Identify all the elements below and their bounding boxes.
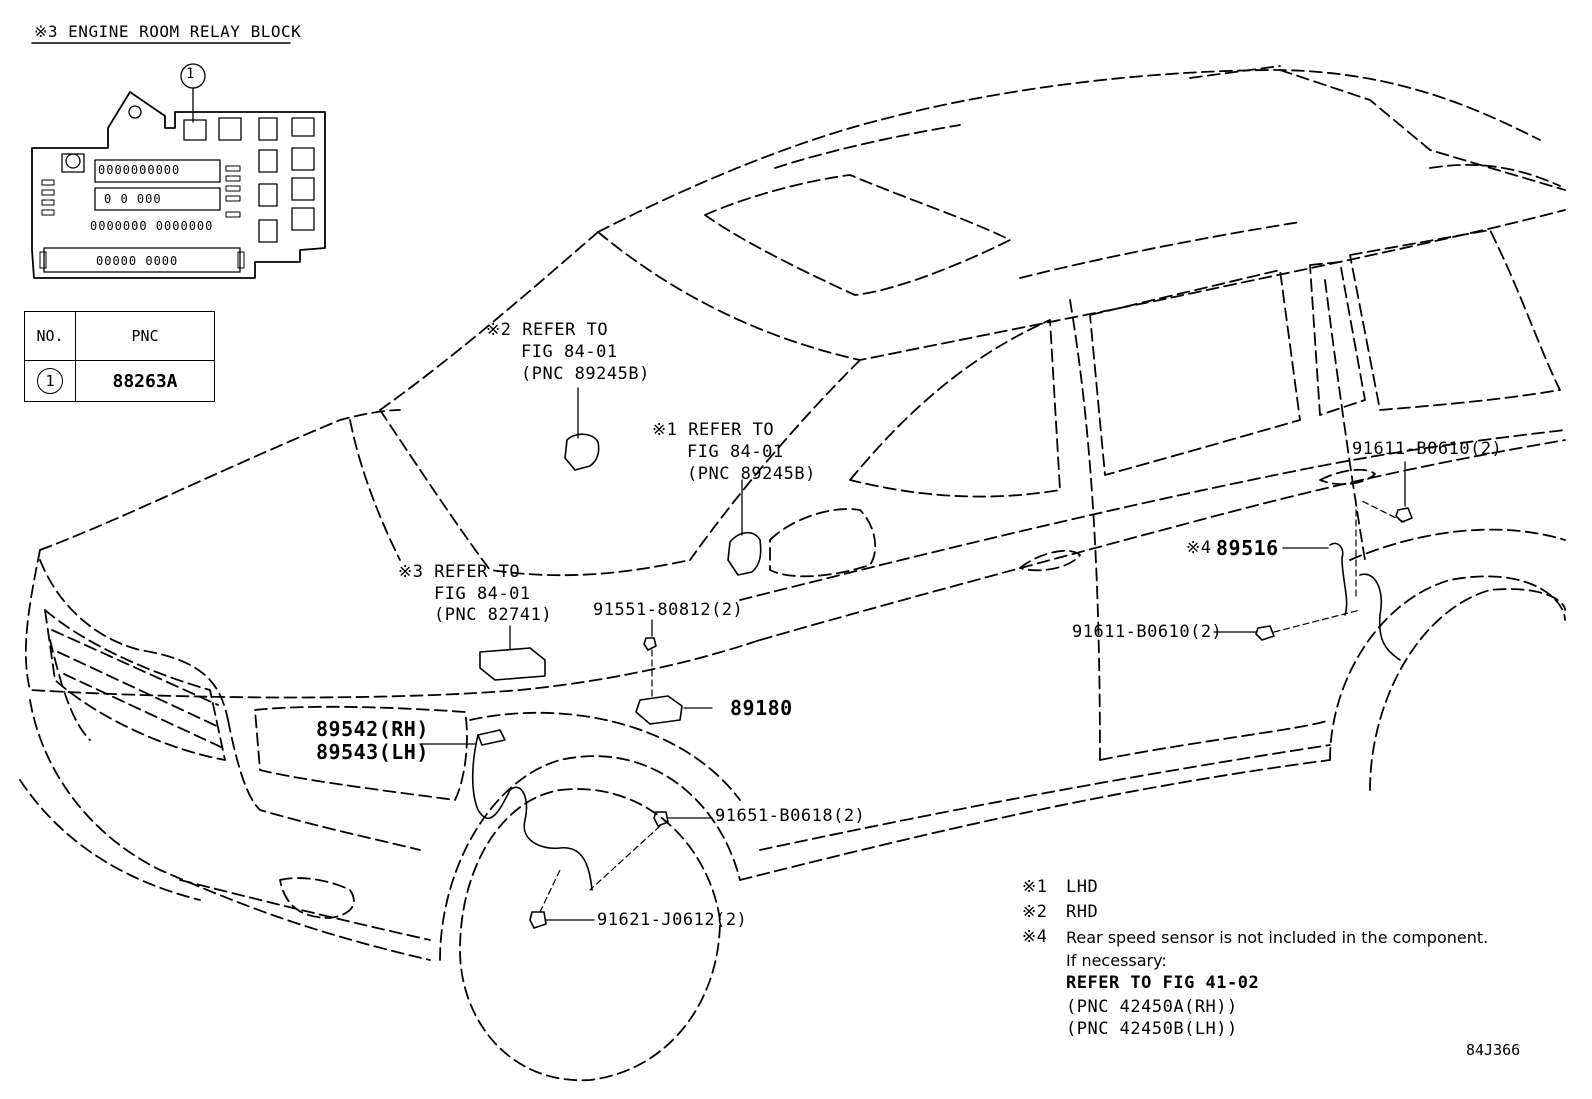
pnc-row-no: 1 [24, 360, 76, 402]
pnc-header-no: NO. [24, 311, 76, 361]
relay-fuse-row-mid: 0 0 000 [104, 192, 162, 206]
relay-block-marker: 1 [186, 66, 195, 82]
sensor-rh-label: 89542(RH) [316, 717, 429, 741]
refer-lhd-line3: (PNC 89245B) [687, 464, 816, 484]
bolt-91651-label: 91651-B0618(2) [715, 806, 866, 826]
note-4-pnc-lh: (PNC 42450B(LH)) [1066, 1019, 1238, 1039]
note-4-mark: ※4 [1022, 927, 1048, 947]
relay-block-drawing [31, 42, 326, 279]
refer-relay-line2: FIG 84-01 [434, 584, 531, 604]
pnc-row-no-marker: 1 [37, 368, 63, 394]
note-2-text: RHD [1066, 902, 1099, 922]
pnc-table: NO. PNC 1 88263A [24, 311, 215, 402]
note-2-mark: ※2 [1022, 902, 1048, 922]
pnc-header-pnc: PNC [75, 311, 215, 361]
relay-fuse-row-low: 0000000 0000000 [90, 219, 214, 233]
part-89516-label: 89516 [1216, 536, 1279, 560]
pnc-row-value: 88263A [75, 360, 215, 402]
parts-drawing [419, 387, 1413, 929]
refer-rhd-line1: ※2 REFER TO [486, 320, 609, 340]
refer-lhd-line1: ※1 REFER TO [652, 420, 775, 440]
note-1-mark: ※1 [1022, 877, 1048, 897]
bolt-91611-lower-label: 91611-B0610(2) [1072, 622, 1223, 642]
part-89180-label: 89180 [730, 696, 793, 720]
bolt-91551-label: 91551-80812(2) [593, 600, 744, 620]
leader-dashed-guides [539, 499, 1405, 913]
note-4-text: Rear speed sensor is not included in the… [1066, 928, 1489, 947]
note-1-text: LHD [1066, 877, 1099, 897]
refer-relay-line1: ※3 REFER TO [398, 562, 521, 582]
note-4-line2: If necessary: [1066, 951, 1167, 970]
bolt-91611-upper-label: 91611-B0610(2) [1352, 439, 1503, 459]
figure-id: 84J366 [1466, 1041, 1521, 1059]
sensor-lh-label: 89543(LH) [316, 740, 429, 764]
part-89516-mark: ※4 [1186, 538, 1212, 558]
relay-block-title: ※3 ENGINE ROOM RELAY BLOCK [34, 22, 302, 41]
refer-rhd-line2: FIG 84-01 [521, 342, 618, 362]
relay-fuse-row-top: 0000000000 [98, 163, 181, 177]
note-4-refer: REFER TO FIG 41-02 [1066, 973, 1260, 993]
vehicle-body-outline [19, 65, 1566, 1082]
refer-lhd-line2: FIG 84-01 [687, 442, 784, 462]
relay-connector-pins: 00000 0000 [96, 254, 179, 268]
refer-relay-line3: (PNC 82741) [434, 605, 553, 625]
note-4-pnc-rh: (PNC 42450A(RH)) [1066, 997, 1238, 1017]
refer-rhd-line3: (PNC 89245B) [521, 364, 650, 384]
bolt-91621-label: 91621-J0612(2) [597, 910, 748, 930]
